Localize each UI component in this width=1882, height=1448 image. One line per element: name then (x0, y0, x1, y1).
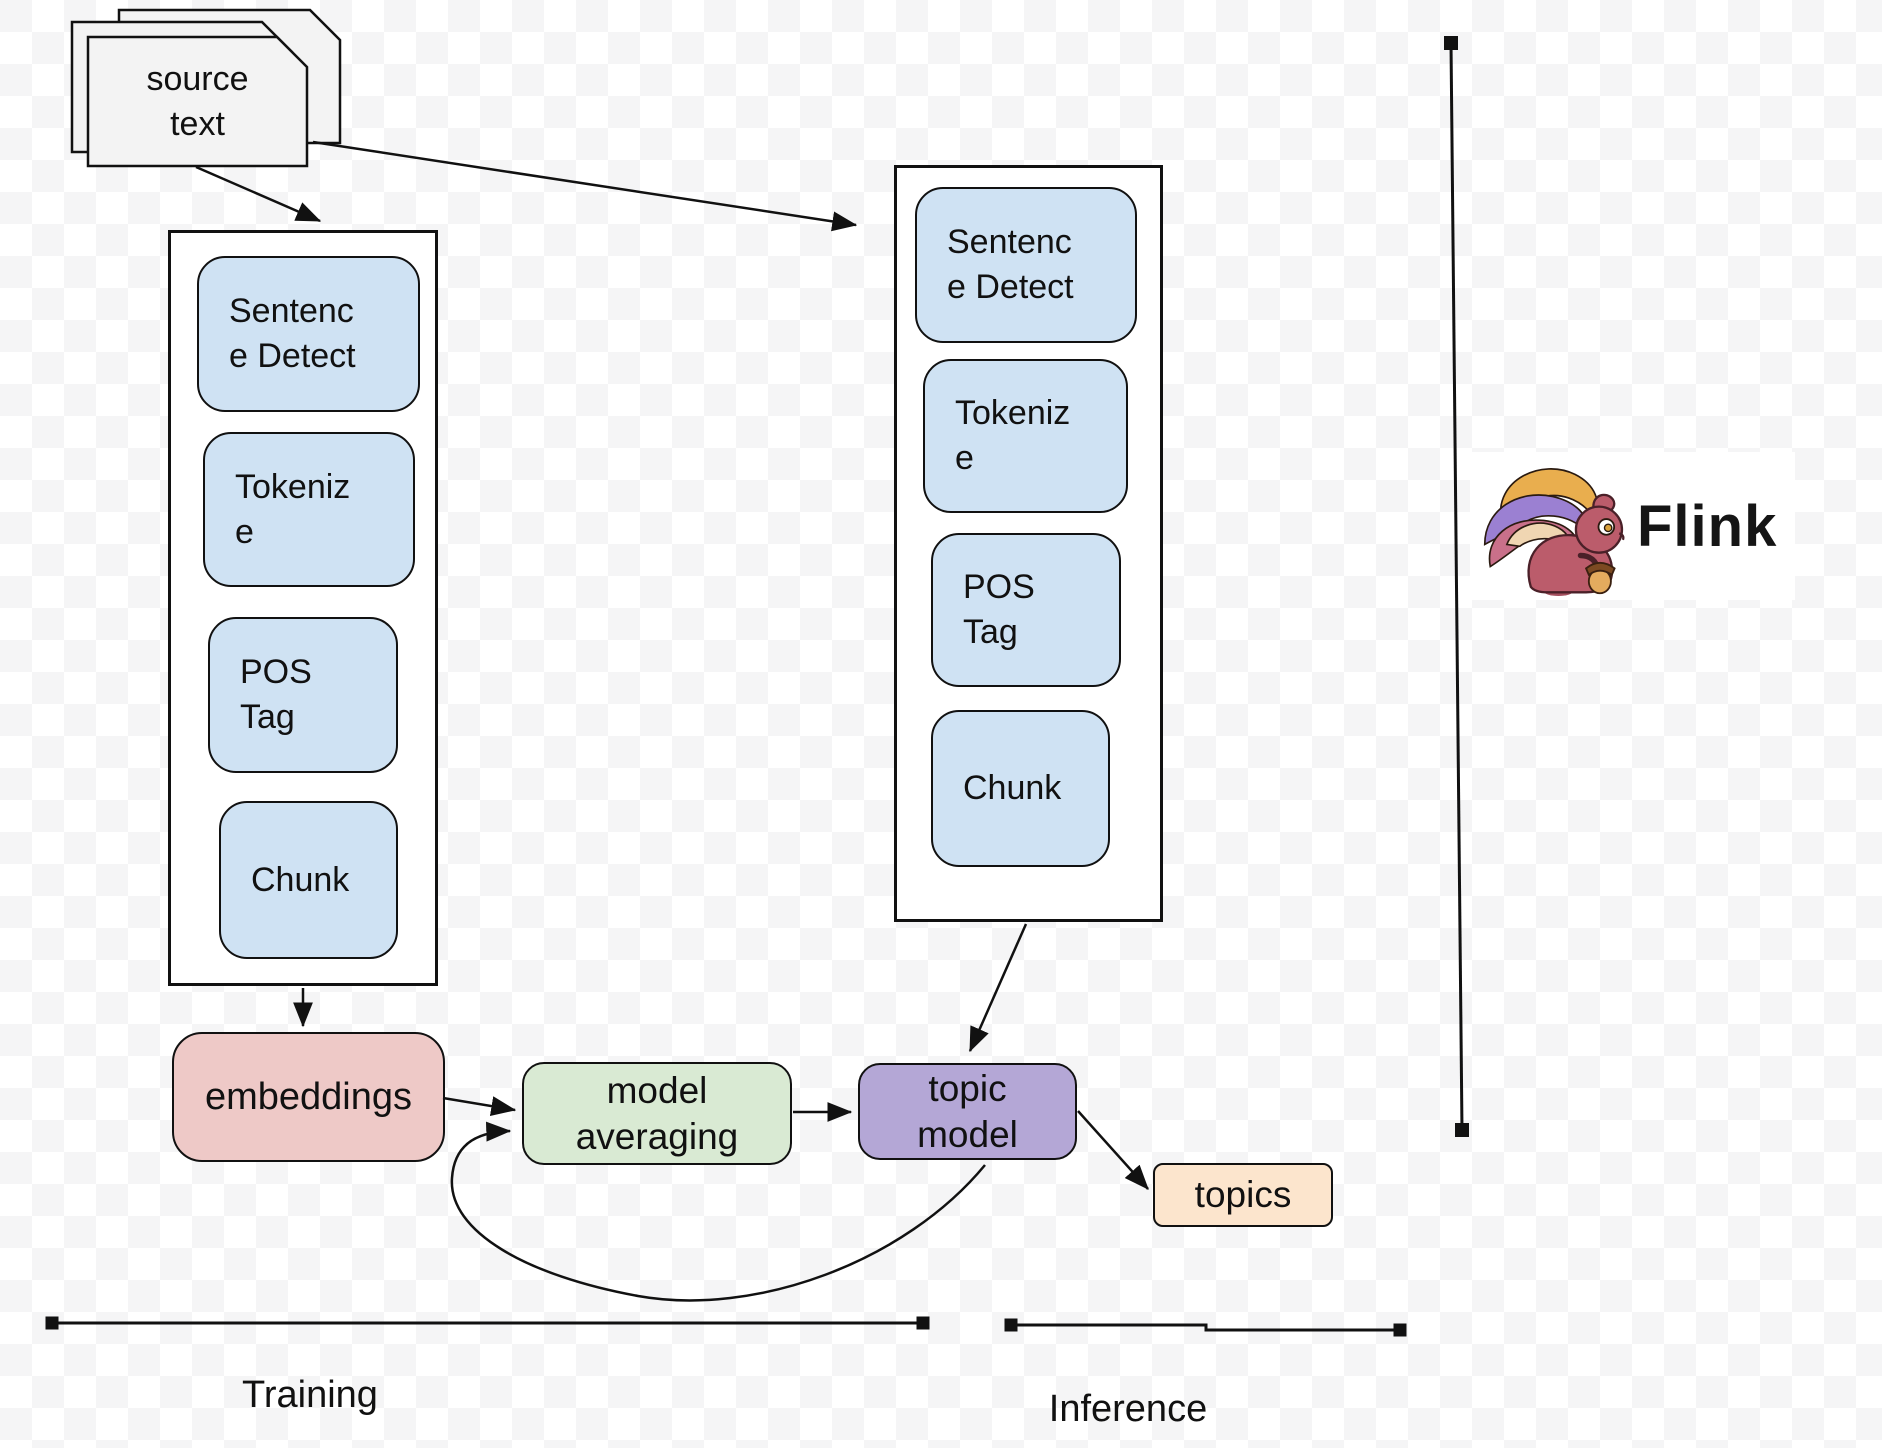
inference-bracket-line[interactable] (1011, 1323, 1400, 1332)
topics-node[interactable]: topics (1153, 1163, 1333, 1227)
inference-section-label[interactable]: Inference (1048, 1388, 1208, 1430)
training-bracket-end-left[interactable] (45, 1316, 59, 1330)
inference-step-chunk[interactable]: Chunk (931, 710, 1110, 867)
training-step-tokenize[interactable]: Tokeniz e (203, 432, 415, 587)
training-step-sentence-detect[interactable]: Sentenc e Detect (197, 256, 420, 412)
inference-bracket-end-left[interactable] (1004, 1318, 1018, 1332)
flink-logo-text: Flink (1637, 493, 1778, 559)
training-step-chunk[interactable]: Chunk (219, 801, 398, 959)
arrow-inference-to-topic-model[interactable] (968, 923, 1028, 1053)
flink-squirrel-icon (1483, 468, 1625, 596)
inference-step-pos-tag[interactable]: POS Tag (931, 533, 1121, 687)
training-step-pos-tag[interactable]: POS Tag (208, 617, 398, 773)
model-averaging-node[interactable]: model averaging (522, 1062, 792, 1165)
source-text-label[interactable]: source text (146, 60, 249, 143)
embeddings-node[interactable]: embeddings (172, 1032, 445, 1162)
arrow-topic-model-to-topics[interactable] (1077, 1110, 1149, 1190)
right-boundary-end-bottom[interactable] (1455, 1123, 1469, 1137)
arrow-embeddings-to-model-averaging[interactable] (442, 1096, 517, 1116)
inference-step-tokenize[interactable]: Tokeniz e (923, 359, 1128, 513)
training-section-label[interactable]: Training (242, 1374, 378, 1416)
inference-bracket-end-right[interactable] (1393, 1323, 1407, 1337)
arrow-source-to-training[interactable] (195, 165, 322, 223)
topic-model-node[interactable]: topic model (858, 1063, 1077, 1160)
flink-logo[interactable]: Flink (1470, 452, 1795, 600)
inference-step-sentence-detect[interactable]: Sentenc e Detect (915, 187, 1137, 343)
training-bracket-end-right[interactable] (916, 1316, 930, 1330)
right-boundary-line[interactable] (1449, 42, 1464, 1131)
arrow-source-to-inference[interactable] (312, 140, 858, 232)
right-boundary-end-top[interactable] (1444, 36, 1458, 50)
